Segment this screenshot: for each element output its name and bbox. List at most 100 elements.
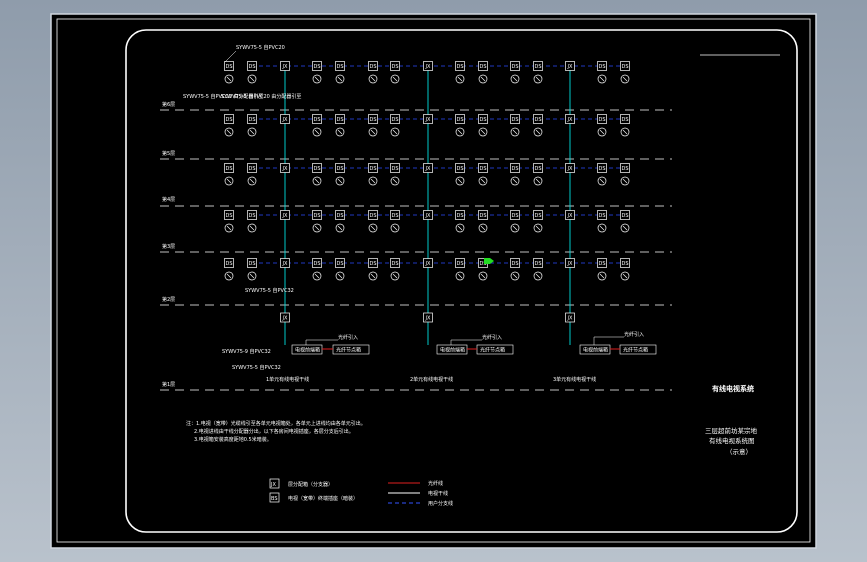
box-code: DS xyxy=(598,213,605,219)
outlet-box: DS xyxy=(224,163,234,173)
box-outline xyxy=(312,114,322,124)
tv-outlet-icon xyxy=(510,74,520,84)
floor-label-1: 第1层 xyxy=(162,381,175,388)
tv-outlet-icon xyxy=(390,127,400,137)
tv-outlet-icon xyxy=(368,223,378,233)
box-code: JX xyxy=(567,316,573,322)
box-outline xyxy=(620,258,630,268)
box-code: JX xyxy=(282,117,288,123)
outlet-mark xyxy=(480,225,486,231)
outlet-mark xyxy=(392,129,398,135)
outlet-mark xyxy=(535,225,541,231)
outlet-box: DS xyxy=(368,163,378,173)
box-outline xyxy=(280,61,290,71)
box-code: DS xyxy=(511,64,518,70)
box-outline xyxy=(280,258,290,268)
outlet-box: DS xyxy=(224,210,234,220)
box-code: DS xyxy=(369,213,376,219)
cursor-marker xyxy=(484,258,494,264)
left-note-a: SYWV75-5 自PVC20 由分配器引至 xyxy=(183,93,263,100)
tv-outlet-icon xyxy=(224,223,234,233)
outlet-box: DS xyxy=(368,61,378,71)
outlet-box: DS xyxy=(247,210,257,220)
outlet-box: DS xyxy=(597,163,607,173)
box-outline xyxy=(597,258,607,268)
box-code: JX xyxy=(425,117,431,123)
box-code: DS xyxy=(248,213,255,219)
unit-3-box-text: 光纤节点箱 xyxy=(623,347,648,354)
outlet-box: DS xyxy=(533,61,543,71)
tv-outlet-icon xyxy=(312,74,322,84)
tv-outlet-icon xyxy=(335,74,345,84)
box-code: DS xyxy=(369,64,376,70)
junction-box: JX xyxy=(423,210,433,220)
tv-outlet-icon xyxy=(390,176,400,186)
outlet-box: DS xyxy=(533,163,543,173)
box-outline xyxy=(312,210,322,220)
outlet-mark xyxy=(599,178,605,184)
outlet-mark xyxy=(599,129,605,135)
box-outline xyxy=(368,114,378,124)
box-code: JX xyxy=(567,261,573,267)
box-code: DS xyxy=(479,213,486,219)
box-code: DS xyxy=(534,166,541,172)
outlet-mark xyxy=(249,129,255,135)
box-code: DS xyxy=(598,117,605,123)
tv-outlet-icon xyxy=(478,223,488,233)
junction-box: JX xyxy=(280,210,290,220)
trunk-left-label: SYWV75-9 自PVC32 xyxy=(222,348,271,355)
box-code: DS xyxy=(479,166,486,172)
outlet-box: DS xyxy=(510,258,520,268)
outlet-mark xyxy=(535,178,541,184)
tv-outlet-icon xyxy=(478,176,488,186)
note-line-1: 注：1.电视（宽带）光缆线引至各单元电视箱处，各单元上进线均由各单元引出。 xyxy=(186,420,366,427)
tv-outlet-icon xyxy=(510,176,520,186)
outlet-box: DS xyxy=(312,114,322,124)
legend-outlet-symbol xyxy=(269,492,280,503)
tv-outlet-icon xyxy=(510,223,520,233)
box-code: DS xyxy=(598,64,605,70)
box-code: DS xyxy=(336,213,343,219)
outlet-mark xyxy=(480,129,486,135)
box-outline xyxy=(368,258,378,268)
outlet-box: DS xyxy=(224,258,234,268)
outlet-box: DS xyxy=(533,210,543,220)
box-outline xyxy=(597,163,607,173)
box-outline xyxy=(597,61,607,71)
outlet-mark xyxy=(226,273,232,279)
box-outline xyxy=(620,210,630,220)
outlet-mark xyxy=(337,273,343,279)
outlet-box: DS xyxy=(478,61,488,71)
trunk-right-label: SYWV75-5 自PVC32 xyxy=(232,364,281,371)
title-sheet: （示意） xyxy=(726,447,752,456)
box-code: DS xyxy=(391,213,398,219)
floor-label-4: 第4层 xyxy=(162,196,175,203)
box-code: DS xyxy=(313,166,320,172)
tv-outlet-icon xyxy=(390,271,400,281)
box-outline xyxy=(423,163,433,173)
outlet-box: DS xyxy=(455,258,465,268)
note-line-3: 3.电视箱安装高度距地0.5米暗装。 xyxy=(194,436,272,443)
box-outline xyxy=(312,163,322,173)
outlet-box: DS xyxy=(335,163,345,173)
outlet-mark xyxy=(535,129,541,135)
unit-2-box-text: 光纤节点箱 xyxy=(480,347,505,354)
outlet-mark xyxy=(535,76,541,82)
box-code: DS xyxy=(369,261,376,267)
outlet-mark xyxy=(370,273,376,279)
outlet-box: DS xyxy=(478,210,488,220)
junction-box: JX xyxy=(565,258,575,268)
box-outline xyxy=(565,163,575,173)
box-outline xyxy=(335,61,345,71)
box-code: DS xyxy=(511,166,518,172)
tv-outlet-icon xyxy=(620,127,630,137)
outlet-mark xyxy=(512,225,518,231)
outlet-mark xyxy=(392,273,398,279)
junction-box: JX xyxy=(565,163,575,173)
outlet-box: DS xyxy=(390,163,400,173)
tv-outlet-icon xyxy=(510,271,520,281)
outlet-mark xyxy=(599,273,605,279)
box-outline xyxy=(455,258,465,268)
box-outline xyxy=(335,163,345,173)
outlet-mark xyxy=(314,273,320,279)
